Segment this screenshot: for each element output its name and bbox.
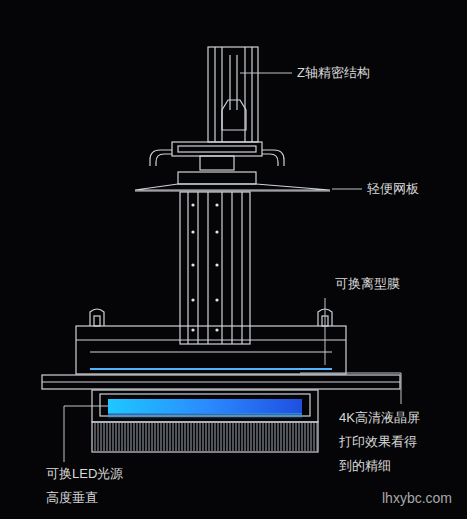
heatsink-fin [278, 423, 279, 451]
heatsink-fin [188, 423, 189, 451]
heatsink-fin [263, 423, 264, 451]
part-label: Z轴精密结构 [297, 61, 370, 85]
heatsink-fin [182, 423, 183, 451]
heatsink-fin [125, 423, 126, 451]
heatsink-fin [284, 423, 285, 451]
heatsink-fin [164, 423, 165, 451]
heatsink-fin [227, 423, 228, 451]
part-label: 可换离型膜 [335, 272, 400, 296]
heatsink-fin [224, 423, 225, 451]
heatsink-fin [275, 423, 276, 451]
heatsink-fin [314, 423, 315, 451]
heatsink-fin [290, 423, 291, 451]
heatsink-fin [245, 423, 246, 451]
heatsink-fin [179, 423, 180, 451]
heatsink-fin [236, 423, 237, 451]
part-label: 可换LED光源 高度垂直 [46, 462, 123, 510]
heatsink-fin [158, 423, 159, 451]
heatsink-fin [299, 423, 300, 451]
heatsink-fin [113, 423, 114, 451]
heatsink-fin [308, 423, 309, 451]
heatsink-fin [134, 423, 135, 451]
heatsink-fin [266, 423, 267, 451]
heatsink-fin [110, 423, 111, 451]
heatsink-fin [98, 423, 99, 451]
heatsink-fin [95, 423, 96, 451]
heatsink-fin [173, 423, 174, 451]
heatsink-fin [197, 423, 198, 451]
heatsink-fin [305, 423, 306, 451]
heatsink-fin [269, 423, 270, 451]
heatsink-fin [131, 423, 132, 451]
heatsink-fin [152, 423, 153, 451]
part-label: 4K高清液晶屏 打印效果看得 到的精细 [339, 406, 420, 478]
heatsink-fin [161, 423, 162, 451]
part-label: 轻便网板 [367, 177, 419, 201]
heatsink-fin [146, 423, 147, 451]
heatsink-fin [191, 423, 192, 451]
heatsink-fin [251, 423, 252, 451]
heatsink-fin [212, 423, 213, 451]
heatsink-fin [167, 423, 168, 451]
heatsink-fin [215, 423, 216, 451]
heatsink-fin [203, 423, 204, 451]
heatsink-fin [176, 423, 177, 451]
heatsink-fin [122, 423, 123, 451]
heatsink-fin [221, 423, 222, 451]
heatsink-fin [206, 423, 207, 451]
heatsink-fin [200, 423, 201, 451]
heatsink-fin [311, 423, 312, 451]
heatsink-fin [185, 423, 186, 451]
heatsink-fin [317, 423, 318, 451]
heatsink-fin [248, 423, 249, 451]
heatsink-fin [140, 423, 141, 451]
heatsink-fin [260, 423, 261, 451]
heatsink-fin [194, 423, 195, 451]
heatsink-fin [119, 423, 120, 451]
heatsink-fin [254, 423, 255, 451]
heatsink-fin [230, 423, 231, 451]
heatsink-fin [104, 423, 105, 451]
watermark: lhxybc.com [382, 486, 452, 510]
heatsink-fin [293, 423, 294, 451]
heatsink-fin [233, 423, 234, 451]
heatsink-fin [302, 423, 303, 451]
heatsink-fin [116, 423, 117, 451]
heatsink-fin [209, 423, 210, 451]
heatsink-fin [287, 423, 288, 451]
heatsink-fin [281, 423, 282, 451]
heatsink-fin [155, 423, 156, 451]
heatsink-fin [170, 423, 171, 451]
heatsink-fin [128, 423, 129, 451]
heatsink-fin [257, 423, 258, 451]
heatsink-fin [143, 423, 144, 451]
heatsink-fin [296, 423, 297, 451]
heatsink-fin [137, 423, 138, 451]
heatsink-fin [107, 423, 108, 451]
heatsink-fin [272, 423, 273, 451]
heatsink-fin [242, 423, 243, 451]
heatsink-fin [239, 423, 240, 451]
heatsink-fin [149, 423, 150, 451]
heatsink-fin [101, 423, 102, 451]
heatsink-fin [218, 423, 219, 451]
